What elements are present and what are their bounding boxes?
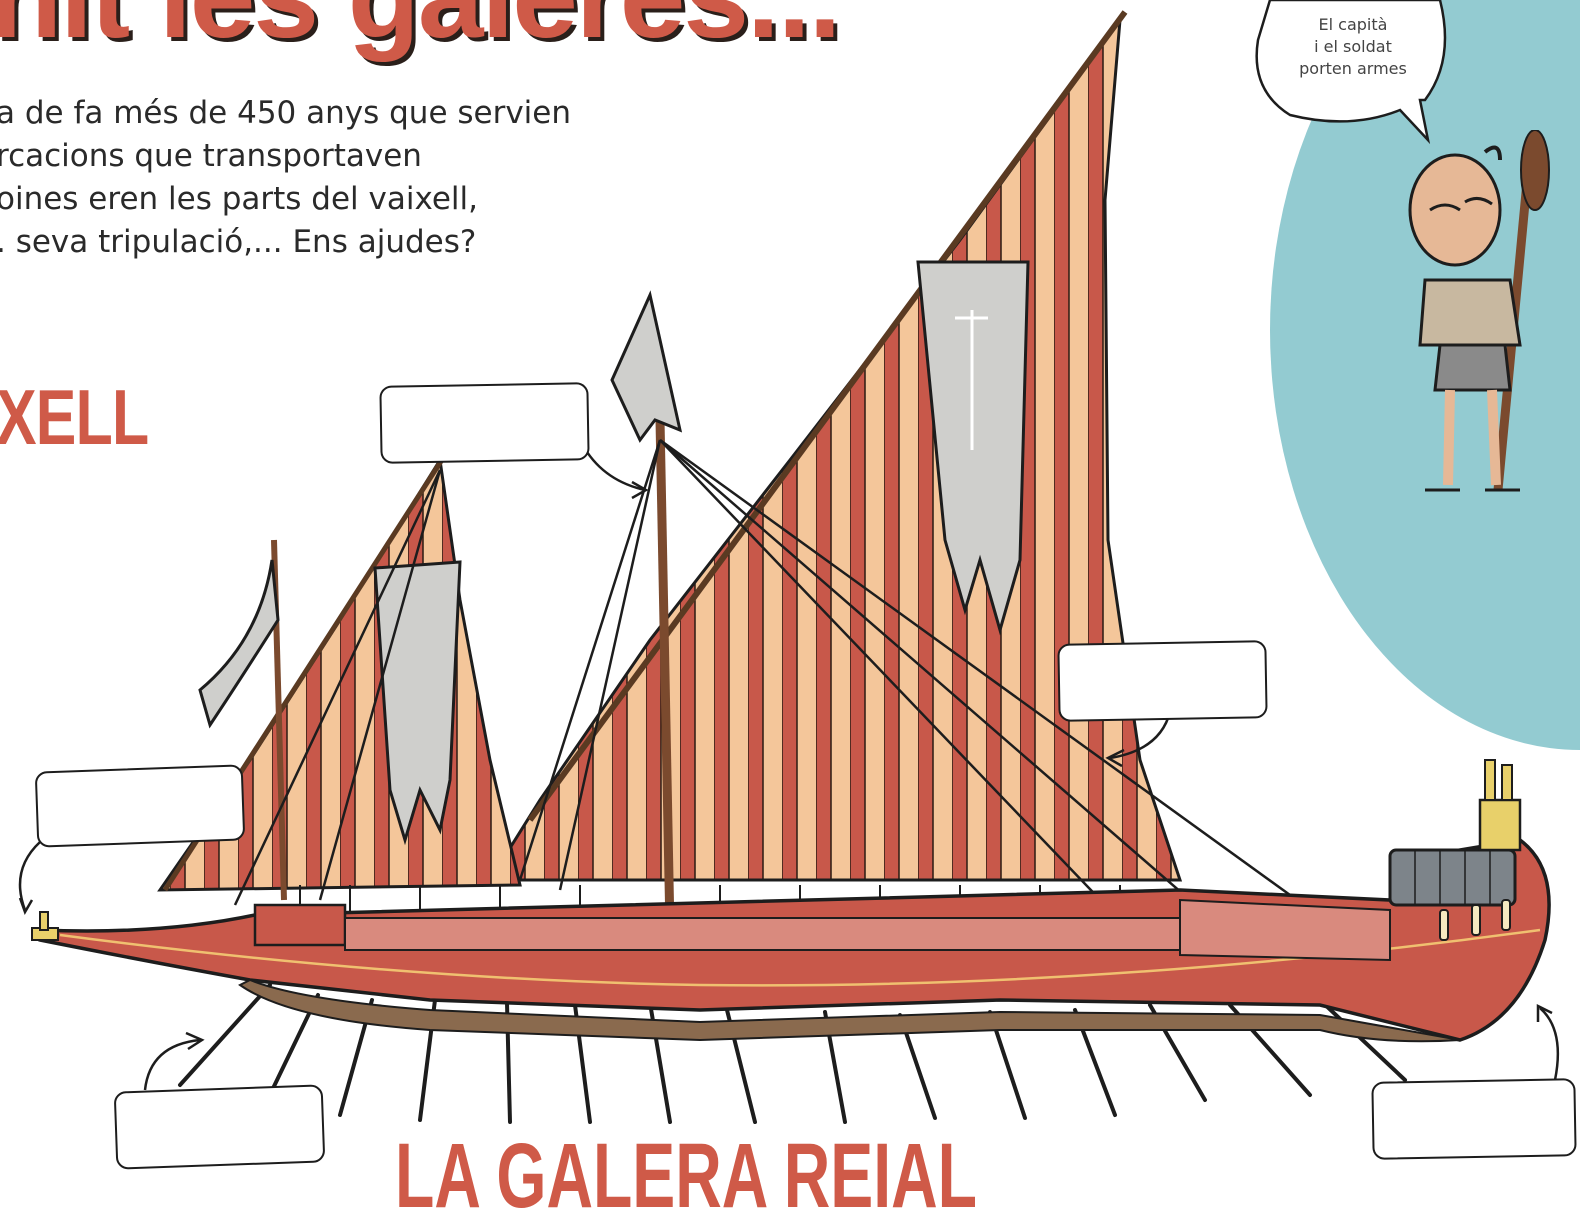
label-box-stern[interactable]	[1371, 1078, 1577, 1160]
intro-line: a de fa més de 450 anys que servien	[0, 95, 572, 131]
page-title: nit les galeres...	[0, 0, 841, 56]
intro-line: . seva tripulació,... Ens ajudes?	[0, 224, 477, 260]
speech-line: i el soldat	[1314, 37, 1392, 56]
sailor-character	[1408, 130, 1550, 492]
label-box-bow[interactable]	[34, 764, 246, 848]
label-box-mast[interactable]	[379, 382, 590, 464]
label-box-sail[interactable]	[1057, 640, 1268, 722]
intro-line: rcacions que transportaven	[0, 138, 422, 174]
intro-paragraph: a de fa més de 450 anys que servien rcac…	[0, 92, 572, 264]
speech-bubble	[1255, 0, 1447, 145]
speech-line: porten armes	[1299, 59, 1407, 78]
intro-line: oines eren les parts del vaixell,	[0, 181, 478, 217]
section-heading: XELL	[0, 373, 149, 461]
ship-title: LA GALERA REIAL	[395, 1125, 977, 1227]
speech-bubble-text: El capità i el soldat porten armes	[1268, 14, 1438, 80]
label-box-oars[interactable]	[113, 1084, 326, 1170]
speech-line: El capità	[1318, 15, 1388, 34]
